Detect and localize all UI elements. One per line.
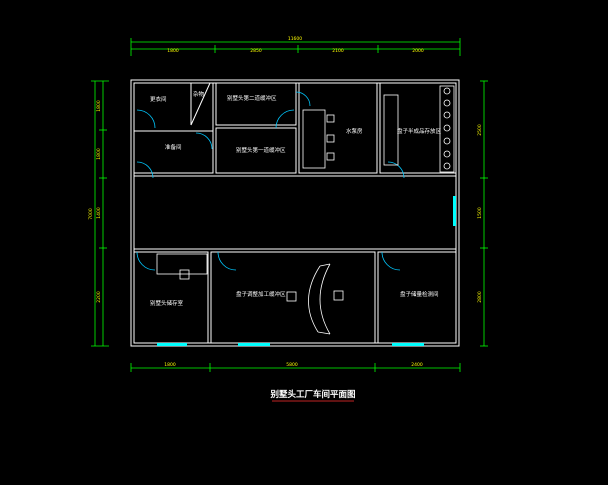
furniture — [156, 85, 455, 335]
curved-desk — [308, 265, 321, 333]
chair-icon — [286, 291, 297, 302]
dimension-lines — [91, 38, 488, 372]
door-first-dressing — [275, 109, 295, 129]
room-label-pump-room: 水泵房 — [346, 127, 363, 135]
room-label-secondary-dressing: 别墅头第二道缓冲区 — [227, 94, 277, 102]
dim-bottom-seg-1: 1800 — [164, 362, 176, 368]
dim-left-seg-2: 1800 — [96, 148, 102, 160]
chair-icon — [333, 290, 344, 301]
dim-left-seg-4: 2200 — [96, 291, 102, 303]
dim-left-total: 7000 — [88, 208, 94, 220]
dim-top-seg-2: 2850 — [250, 48, 262, 54]
doors — [136, 91, 405, 271]
door-corridor-left — [136, 161, 154, 179]
dim-top-seg-3: 2100 — [332, 48, 344, 54]
room-label-storage-room: 别墅头储存室 — [150, 299, 184, 307]
door-pump-room — [295, 91, 311, 107]
door-processing — [217, 251, 237, 271]
room-label-processing: 盘子调整加工缓冲区 — [236, 290, 286, 298]
dim-right-seg-3: 2800 — [477, 291, 483, 303]
room-label-storage: 杂物 — [193, 90, 205, 98]
dim-right-seg-2: 1500 — [477, 207, 483, 219]
dim-bottom-seg-2: 5800 — [286, 362, 298, 368]
sink-row-icon — [439, 85, 455, 173]
door-storage-room — [136, 251, 156, 271]
walls — [130, 79, 460, 347]
dim-bottom-seg-3: 2400 — [411, 362, 423, 368]
dim-top-total: 11600 — [288, 36, 302, 42]
room-label-first-dressing: 别墅头第一道缓冲区 — [236, 146, 286, 154]
room-label-packing: 盘子储量检测间 — [400, 290, 439, 298]
room-labels: 更衣间 杂物 别墅头第二道缓冲区 准备间 别墅头第一道缓冲区 水泵房 盘子半成品… — [150, 90, 442, 307]
chair-icon — [179, 269, 190, 280]
door-washroom — [136, 109, 156, 129]
dim-left-seg-1: 1800 — [96, 100, 102, 112]
room-label-washroom: 更衣间 — [150, 95, 167, 103]
room-label-plate-room: 盘子半成品存放区 — [397, 127, 442, 135]
dimension-labels: 11600 1800 2850 2100 2000 1800 5800 2400… — [88, 36, 483, 368]
door-plate-room — [387, 161, 405, 179]
drawing-title: 别墅头工厂车间平面图 — [269, 389, 355, 400]
windows — [157, 196, 456, 346]
room-label-prep: 准备间 — [165, 143, 182, 151]
door-packing — [381, 251, 401, 271]
dim-right-seg-1: 2500 — [477, 124, 483, 136]
door-prep — [195, 132, 213, 150]
dim-left-seg-3: 1400 — [96, 207, 102, 219]
dim-top-seg-1: 1800 — [167, 48, 179, 54]
dim-top-seg-4: 2000 — [412, 48, 424, 54]
